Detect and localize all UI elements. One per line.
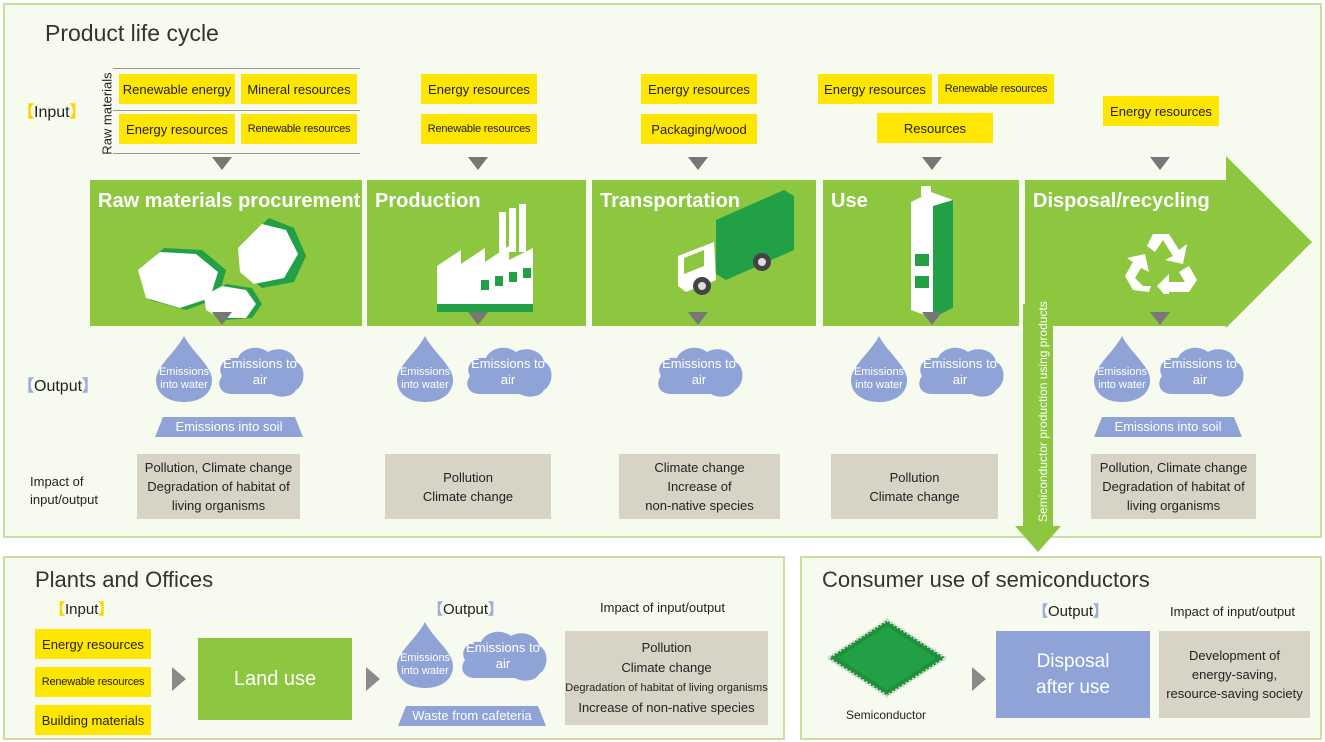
- raw-mid-rule: [113, 110, 360, 111]
- plants-input-label: 【Input】: [50, 601, 114, 618]
- plants-input-building: Building materials: [35, 705, 151, 735]
- stage-disposal-label: Disposal/recycling: [1033, 190, 1210, 212]
- transport-input-energy: Energy resources: [641, 74, 757, 104]
- raw-emissions-air: Emissions to air: [216, 344, 304, 400]
- raw-emissions-water: Emissions into water: [154, 336, 214, 402]
- stage-raw-label: Raw materials procurement: [98, 190, 361, 212]
- production-input-energy: Energy resources: [421, 74, 537, 104]
- input-mineral-resources: Mineral resources: [241, 74, 357, 104]
- stage-use: Use: [823, 180, 1019, 326]
- disposal-after-use-box: Disposal after use: [996, 631, 1150, 718]
- use-emissions-water: Emissions into water: [849, 336, 909, 402]
- raw-bottom-rule: [113, 153, 360, 154]
- plants-input-energy: Energy resources: [35, 629, 151, 659]
- land-use-label: Land use: [233, 667, 317, 690]
- stage-transportation: Transportation: [592, 180, 816, 326]
- input-label: 【Input】: [18, 104, 86, 121]
- plants-title: Plants and Offices: [35, 567, 214, 592]
- output-label: 【Output】: [18, 378, 99, 395]
- output-arrow-disposal: [1150, 312, 1170, 325]
- lifecycle-title: Product life cycle: [45, 20, 219, 46]
- use-input-energy: Energy resources: [818, 74, 932, 104]
- stage-production: Production: [367, 180, 586, 326]
- input-energy-resources: Energy resources: [119, 114, 235, 144]
- input-arrow-use: [922, 157, 942, 170]
- input-renewable-resources: Renewable resources: [241, 114, 357, 144]
- disposal-input-energy: Energy resources: [1103, 96, 1219, 126]
- raw-emissions-soil: Emissions into soil: [155, 417, 303, 437]
- consumer-output-label: 【Output】: [1033, 603, 1109, 620]
- semiconductor-label: Semiconductor: [846, 708, 927, 722]
- disposal-line1: Disposal: [1036, 650, 1110, 672]
- semiconductor-production-label: Semiconductor production using products: [1036, 301, 1050, 522]
- output-arrow-raw: [212, 312, 232, 325]
- plants-output-label: 【Output】: [428, 601, 504, 618]
- input-arrow-production: [468, 157, 488, 170]
- input-arrow-transport: [688, 157, 708, 170]
- impact-label-line2: input/output: [30, 492, 98, 507]
- factory-icon: [437, 204, 533, 312]
- plants-emissions-water: Emissions into water: [395, 622, 455, 688]
- output-arrow-transport: [688, 312, 708, 325]
- input-renewable-energy: Renewable energy: [119, 74, 235, 104]
- raw-materials-label: Raw materials: [99, 72, 115, 155]
- input-arrow-disposal: [1150, 157, 1170, 170]
- raw-top-rule: [113, 68, 360, 69]
- disposal-emissions-air: Emissions to air: [1156, 344, 1244, 400]
- use-input-renewable: Renewable resources: [938, 74, 1054, 104]
- transport-emissions-air: Emissions to air: [655, 344, 743, 400]
- plants-waste-cafeteria: Waste from cafeteria: [398, 706, 546, 726]
- input-arrow-raw: [212, 157, 232, 170]
- stage-use-label: Use: [831, 190, 868, 212]
- machine-icon: [911, 186, 953, 318]
- semiconductor-chip-icon: [825, 618, 949, 698]
- plants-arrow-1: [172, 667, 186, 691]
- land-use-box: Land use: [198, 638, 352, 720]
- disposal-emissions-water: Emissions into water: [1092, 336, 1152, 402]
- truck-icon: [678, 190, 794, 295]
- output-arrow-production: [468, 312, 488, 325]
- impact-label-line1: Impact of: [30, 474, 84, 489]
- consumer-arrow: [972, 667, 986, 691]
- stage-transport-label: Transportation: [600, 190, 741, 212]
- plants-arrow-2: [366, 667, 380, 691]
- consumer-impact-title: Impact of input/output: [1170, 604, 1296, 619]
- consumer-title: Consumer use of semiconductors: [822, 567, 1150, 592]
- disposal-emissions-soil: Emissions into soil: [1094, 417, 1242, 437]
- transport-input-packaging: Packaging/wood: [641, 114, 757, 144]
- use-emissions-air: Emissions to air: [916, 344, 1004, 400]
- production-emissions-water: Emissions into water: [395, 336, 455, 402]
- disposal-line2: after use: [1036, 676, 1110, 698]
- rocks-icon: [138, 218, 306, 320]
- stage-raw-materials: Raw materials procurement: [90, 180, 362, 326]
- recycle-icon: [1125, 234, 1197, 294]
- lifecycle-arrow-head: [1226, 156, 1312, 328]
- plants-input-renewable: Renewable resources: [35, 667, 151, 697]
- plants-impact-title: Impact of input/output: [600, 600, 726, 615]
- production-emissions-air: Emissions to air: [464, 344, 552, 400]
- plants-emissions-air: Emissions to air: [459, 628, 547, 684]
- use-input-resources: Resources: [877, 113, 993, 143]
- semiconductor-production-arrow: [1015, 304, 1061, 552]
- stage-disposal: Disposal/recycling: [1025, 180, 1227, 326]
- output-arrow-use: [922, 312, 942, 325]
- production-input-renewable: Renewable resources: [421, 114, 537, 144]
- stage-production-label: Production: [375, 190, 481, 212]
